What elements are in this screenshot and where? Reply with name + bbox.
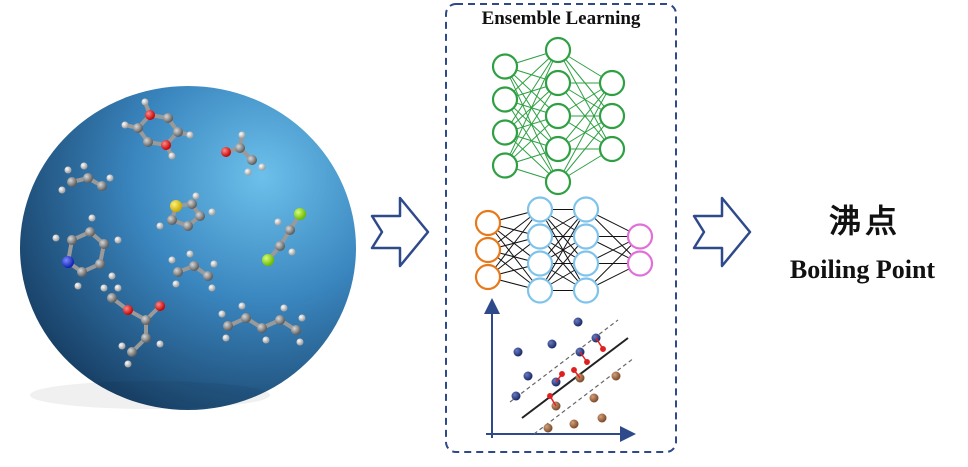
network-node: [572, 277, 600, 304]
network-node: [626, 223, 654, 250]
network-edge: [539, 209, 587, 291]
network-node: [572, 223, 600, 250]
network-node: [526, 223, 554, 250]
network-node: [474, 209, 502, 237]
network-node: [526, 277, 554, 304]
output-arrow-icon: [692, 196, 752, 268]
network-edge: [487, 209, 541, 278]
brown-point: [589, 393, 599, 403]
brown-point: [543, 423, 553, 433]
network-edge: [504, 49, 559, 166]
ensemble-panel-border: [445, 3, 677, 453]
svm-margin-upper: [509, 319, 619, 403]
svm-plot-icon: [484, 298, 636, 442]
green-neural-network-icon: [491, 36, 626, 196]
network-node: [598, 69, 626, 97]
network-edge: [504, 49, 559, 133]
network-node: [474, 263, 502, 291]
blue-point: [573, 317, 583, 327]
brown-point: [611, 371, 621, 381]
network-node: [474, 236, 502, 264]
network-node: [491, 119, 519, 146]
network-node: [526, 250, 554, 277]
network-node: [544, 36, 572, 64]
output-label-english: Boiling Point: [789, 255, 936, 284]
network-node: [572, 250, 600, 277]
network-edge: [557, 82, 613, 150]
network-node: [491, 53, 519, 80]
network-node: [526, 196, 554, 223]
network-node: [544, 69, 572, 97]
brown-point: [569, 419, 579, 429]
blue-point: [547, 339, 557, 349]
molecules-icon: [52, 98, 306, 368]
mixed-neural-network-icon: [474, 196, 654, 304]
blue-point: [523, 371, 533, 381]
svm-decision-boundary: [521, 337, 629, 419]
ensemble-learning-title: Ensemble Learning: [481, 8, 641, 29]
input-arrow-icon: [370, 196, 430, 268]
network-edge: [557, 115, 613, 183]
network-node: [572, 196, 600, 223]
blue-point: [511, 391, 521, 401]
support-vector-markers: [547, 337, 606, 407]
network-node: [626, 250, 654, 277]
molecule-sphere: [20, 86, 356, 410]
network-node: [598, 102, 626, 130]
network-node: [544, 168, 572, 196]
network-node: [544, 135, 572, 163]
brown-point: [597, 413, 607, 423]
network-node: [598, 135, 626, 163]
output-label-chinese: 沸点: [828, 202, 901, 240]
blue-point: [513, 347, 523, 357]
network-node: [491, 86, 519, 113]
network-edge: [557, 82, 613, 183]
network-node: [491, 152, 519, 179]
network-edge: [504, 82, 559, 166]
network-node: [544, 102, 572, 130]
